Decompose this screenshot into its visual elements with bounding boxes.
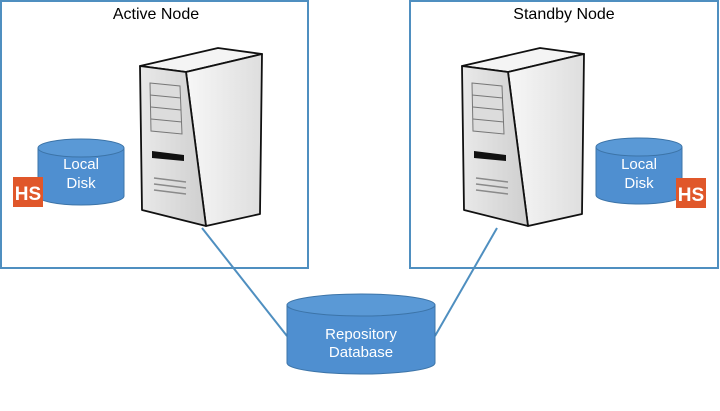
server-tower-icon [139,47,263,227]
active-local-disk: Local Disk [37,138,125,206]
hs-logo-text: HS [15,184,41,205]
standby-disk-label-line2: Disk [624,175,654,192]
repository-database: Repository Database [286,293,436,375]
active-disk-label-line1: Local [63,156,99,173]
active-node-panel: Active Node Local Disk HS [0,0,309,269]
standby-disk-label-line1: Local [621,156,657,173]
standby-connector-line [434,227,498,337]
repository-label-line2: Database [329,344,393,361]
standby-local-disk: Local Disk [595,137,683,205]
active-node-frame [0,0,309,269]
repository-label-line1: Repository [325,326,397,343]
standby-node-title: Standby Node [513,6,615,23]
standby-node-frame [409,0,719,269]
hs-logo-icon: HS [676,178,706,208]
active-disk-label-line2: Disk [66,175,96,192]
active-connector-line [201,227,288,337]
active-node-title: Active Node [113,6,199,23]
standby-node-panel: Standby Node Local Disk HS [409,0,719,269]
server-tower-icon [461,47,585,227]
hs-logo-icon: HS [13,177,43,207]
hs-logo-text: HS [678,185,704,206]
